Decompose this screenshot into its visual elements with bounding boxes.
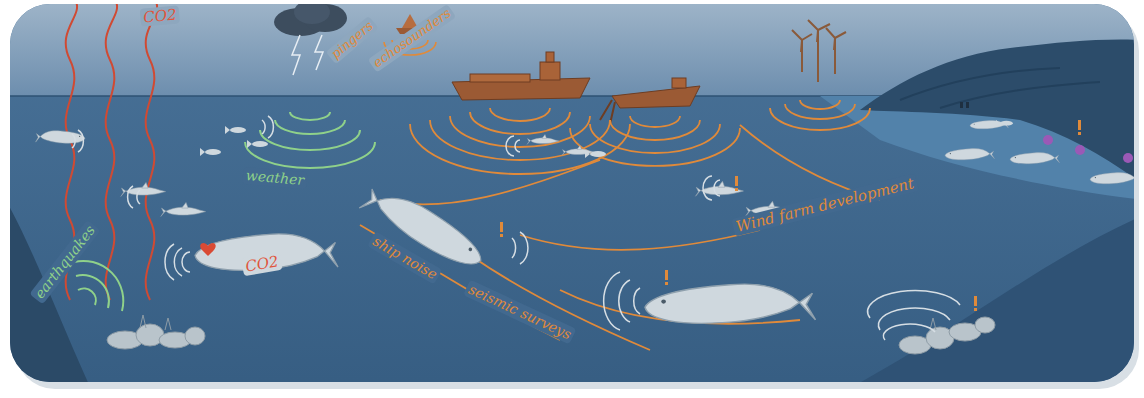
seismic-surveys-label: seismic surveys xyxy=(463,280,576,345)
wind-farm-label: Wind farm development xyxy=(731,173,918,236)
earthquakes-label: earthquakes xyxy=(29,220,100,305)
co2-label: CO2 xyxy=(140,5,181,26)
ship-noise-label: ship noise xyxy=(367,231,443,284)
weather-label: weather xyxy=(242,167,307,189)
echosounders-label: echosounders xyxy=(368,4,457,73)
co2-label: CO2 xyxy=(241,252,283,277)
